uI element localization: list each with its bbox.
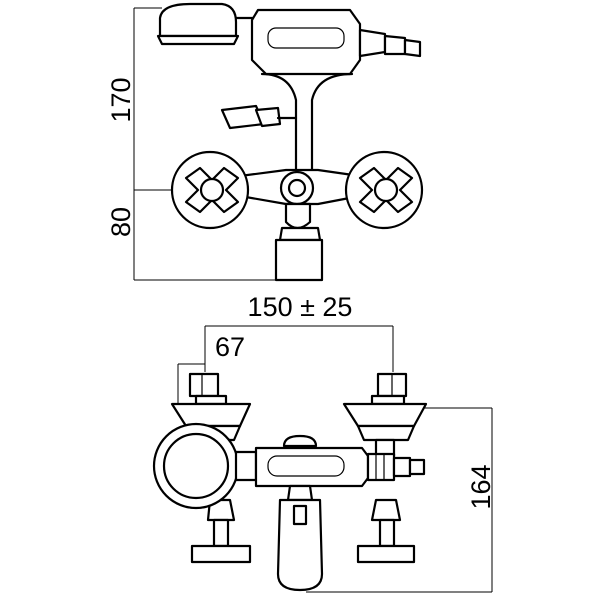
mixer-bar-plan	[254, 446, 426, 488]
dim-width-centers: 150 ± 25	[248, 292, 353, 322]
shower-head-plan	[152, 422, 258, 510]
shower-holder	[220, 72, 354, 180]
dim-depth: 164	[466, 464, 496, 509]
hand-shower	[250, 8, 422, 76]
plan-view: 150 ± 25 67 164	[152, 292, 496, 593]
right-valve	[342, 372, 428, 564]
front-view: 170 80	[106, 2, 424, 282]
dim-height-lower: 80	[106, 207, 136, 237]
horizontal-dimension-lines	[177, 325, 493, 593]
dim-offset: 67	[215, 332, 245, 362]
left-cross-handle	[170, 150, 250, 230]
spout-plan	[276, 434, 324, 592]
right-cross-handle	[344, 150, 424, 230]
mixer-body	[238, 168, 362, 282]
shower-head	[156, 2, 262, 46]
dim-height-upper: 170	[106, 77, 136, 122]
